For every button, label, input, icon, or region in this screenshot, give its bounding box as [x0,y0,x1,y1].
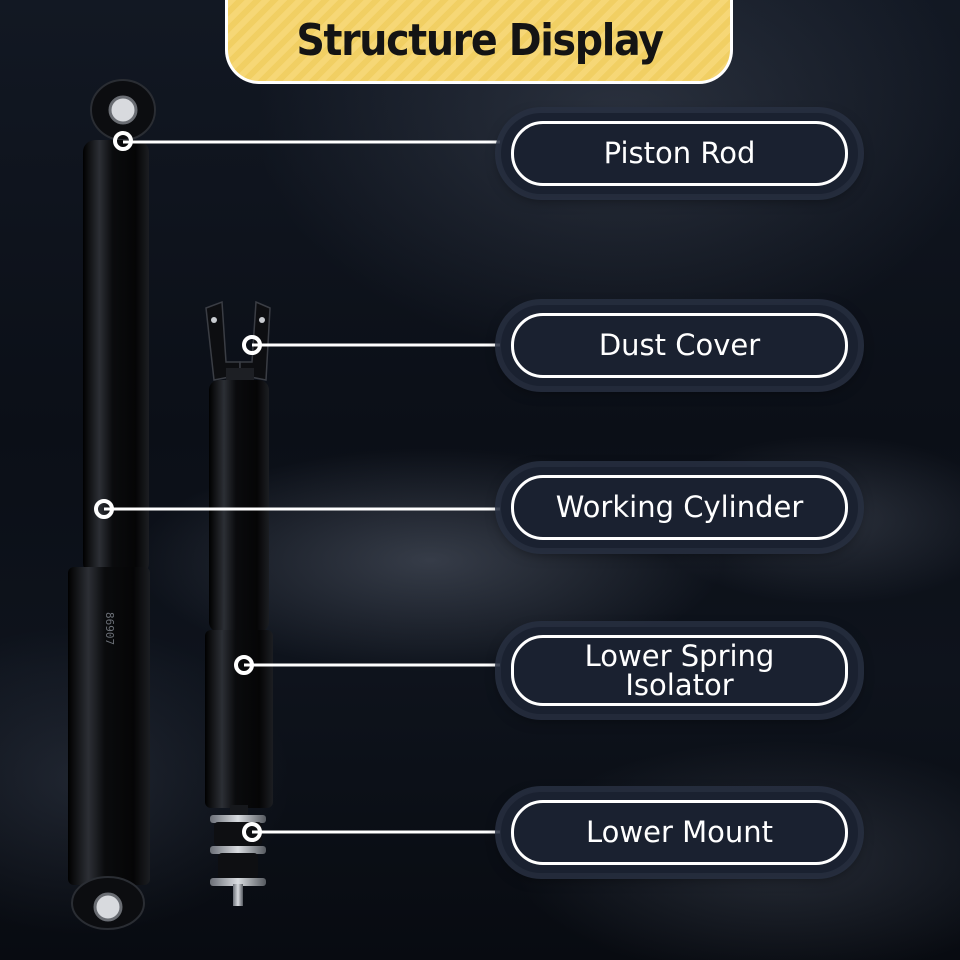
left-shock-absorber: 86907 [68,79,156,930]
banner-title: Structure Display [295,15,664,66]
working-cylinder-dot [94,499,114,519]
shock-marking: 86907 [103,612,116,645]
upper-eye-bushing [108,95,138,125]
lower-mount-dot [242,822,262,842]
lower-eye-bushing [93,892,123,922]
label-piston-rod: Piston Rod [501,113,858,194]
lower-cylinder [205,630,273,808]
callout-dots [94,131,262,842]
label-text: Lower Spring Isolator [584,638,775,702]
label-lower-mount: Lower Mount [501,792,858,873]
label-text: Dust Cover [598,328,761,362]
right-shock-absorber [205,300,273,906]
label-dust-cover: Dust Cover [501,305,858,386]
label-lower-spring-isolator: Lower Spring Isolator [501,627,858,714]
piston-rod-dot [113,131,133,151]
lower-washer-top [210,815,266,823]
lower-washer-3 [210,878,266,886]
lower-washer-bottom [210,846,266,854]
threaded-stud [233,884,243,906]
callout-lines [104,140,500,834]
label-text: Lower Mount [586,815,773,849]
label-working-cylinder: Working Cylinder [501,467,858,548]
lower-spring-isolator-dot [234,655,254,675]
dust-cover-dot [242,335,262,355]
label-text: Piston Rod [603,136,756,170]
lower-bushing-2 [218,853,258,879]
title-banner: Structure Display [225,0,733,84]
label-text: Working Cylinder [555,490,804,524]
dust-cover-tube [209,380,269,632]
upper-tube [83,140,149,575]
lower-tube [68,567,150,885]
